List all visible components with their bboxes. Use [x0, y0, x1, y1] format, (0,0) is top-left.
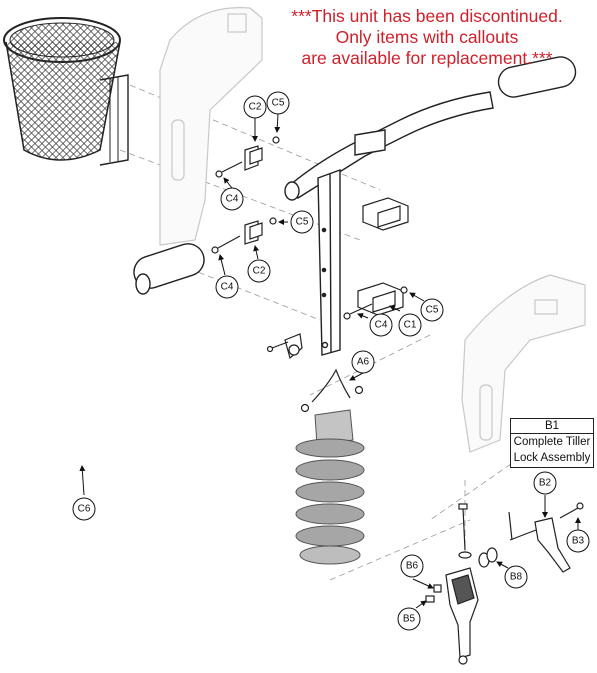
washer-b8 [478, 547, 498, 568]
bellows-boot [295, 409, 365, 565]
callout-c2-top: C2 [249, 102, 262, 113]
nut-b6 [433, 584, 442, 593]
tiller-lock-pin [508, 511, 513, 541]
assembly-name-line-1: Complete Tiller [513, 436, 591, 448]
ghost-tiller-shroud-right [461, 274, 586, 453]
notice-line-2: Only items with callouts [335, 27, 519, 47]
callout-b2: B2 [539, 478, 552, 489]
assembly-name-line-2: Lock Assembly [513, 452, 591, 464]
callout-c5-top: C5 [272, 98, 285, 109]
assembly-label-box: B1 Complete Tiller Lock Assembly [510, 418, 594, 468]
right-handle-grip [497, 56, 577, 98]
clamp-bracket-upper [362, 197, 409, 231]
clamp-bracket-c1 [357, 282, 404, 316]
handlebar [284, 91, 494, 201]
callout-c2-mid: C2 [253, 266, 266, 277]
callout-c4-top: C4 [226, 194, 239, 205]
callout-c5-right: C5 [426, 305, 439, 316]
lock-handle-b2 [509, 517, 571, 573]
screw-b3 [559, 502, 584, 519]
nut-c5-mid [269, 217, 277, 225]
screw-c4-top [215, 161, 243, 178]
callout-c1: C1 [404, 320, 417, 331]
callout-c4-low: C4 [221, 282, 234, 293]
callout-c6-basket: C6 [78, 504, 91, 515]
discontinued-notice: ***This unit has been discontinued. Only… [262, 6, 592, 69]
callout-c5-mid: C5 [296, 217, 309, 228]
tiller-tube [317, 169, 341, 356]
nut-b5 [425, 595, 435, 603]
nut-c5-top [272, 136, 280, 144]
screw-c4-right [343, 303, 373, 320]
callout-b5: B5 [403, 614, 416, 625]
bracket-c2-mid [244, 220, 263, 245]
left-handle-grip [133, 243, 205, 295]
callout-c4-right: C4 [375, 320, 388, 331]
basket [3, 17, 129, 166]
notice-line-1: ***This unit has been discontinued. [291, 6, 563, 26]
callout-a6: A6 [357, 357, 370, 368]
notice-line-3: are available for replacement.*** [301, 48, 553, 68]
lock-clamp-body [445, 567, 479, 665]
callout-b8: B8 [510, 572, 523, 583]
assembly-code: B1 [511, 419, 593, 434]
ghost-tiller-shroud-left [159, 7, 263, 246]
screw-c4-mid [211, 235, 241, 254]
callout-b6: B6 [406, 561, 419, 572]
nut-c5-right [400, 286, 408, 294]
tube-clip [266, 333, 303, 360]
tiller-lock-bolt [458, 503, 472, 559]
callout-b3: B3 [572, 536, 585, 547]
spring-clip-a6 [300, 368, 364, 413]
bracket-c2-top [244, 145, 263, 171]
